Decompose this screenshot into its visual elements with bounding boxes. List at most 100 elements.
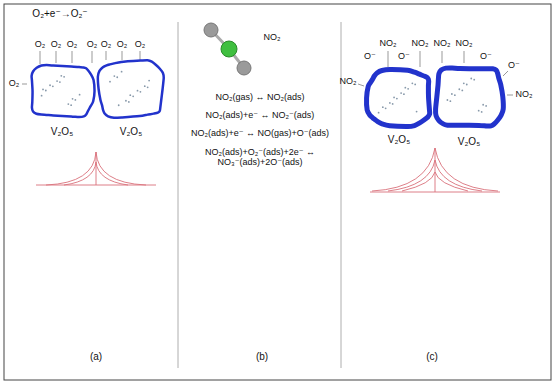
grain-border [367,69,430,126]
grain-speck [389,102,391,104]
grain-speck [147,86,149,88]
grain-border [98,60,164,118]
grain-speck [67,103,69,105]
species-label: O₂ [117,40,128,50]
grain-speck [449,100,451,102]
reaction-equation: NO₂(gas) ↔ NO₂(ads) [181,93,339,103]
species-label: O₂ [9,79,20,89]
species-label: NO₂ [340,77,357,87]
grain-blob: V₂O₅ [433,64,505,130]
species-label: O₂ [101,40,112,50]
grain-speck [403,93,405,95]
grain-outline [433,64,505,130]
grain-speck [466,84,468,86]
grain-border [32,65,95,117]
species-label: O⁻ [508,61,520,71]
grain-speck [447,99,449,101]
grain-speck [128,101,130,103]
resistance-peak [36,152,156,185]
species-label: NO₂ [456,39,473,49]
grain-outline [365,68,433,128]
species-label: O⁻ [398,52,410,62]
panel-divider [341,22,342,368]
frame [4,4,551,380]
grain-speck [407,88,409,90]
species-label: NO₂ [380,39,397,49]
grain-speck [393,97,395,99]
grain-speck [148,80,150,82]
grain-speck [454,94,456,96]
species-label: NO₂ [516,90,533,100]
material-label: V₂O₅ [388,134,410,145]
species-label: O₂ [87,40,98,50]
grain-speck [458,88,460,90]
grain-outline [96,58,166,120]
grain-speck [385,107,387,109]
molecule-label: NO₂ [264,33,281,43]
grain-speck [378,112,380,114]
no2-molecule [204,23,251,75]
grain-speck [137,90,139,92]
grain-speck [121,71,123,73]
grain-speck [478,110,480,112]
grain-speck [400,92,402,94]
grain-speck [132,95,134,97]
grain-speck [485,105,487,107]
grain-speck [118,104,120,106]
grain-speck [109,81,111,83]
grain-speck [392,103,394,105]
material-label: V₂O₅ [458,136,480,147]
reaction-equation: O₂+e⁻→O₂⁻ [32,8,87,19]
species-label: NO₂ [412,39,429,49]
reaction-equation: NO₂(ads)+O₂⁻(ads)+2e⁻ ↔ NO₃⁻(ads)+2O⁻(ad… [185,148,335,168]
grain-speck [49,84,51,86]
grain-speck [72,98,74,100]
grain-speck [414,84,416,86]
grain-speck [382,106,384,108]
reaction-equation: NO₂(ads)+e⁻ ↔ NO₂⁻(ads) [181,111,339,121]
grain-speck [59,81,61,83]
grain-speck [481,111,483,113]
grain-speck [416,111,418,113]
grain-speck [70,104,72,106]
grain-speck [60,75,62,77]
grain-speck [116,76,118,78]
species-label: O⁻ [364,52,376,62]
grain-blob: V₂O₅ [365,68,433,128]
grain-speck [461,90,463,92]
panel-divider [178,22,179,368]
grain-outline [28,62,96,120]
grain-speck [463,82,465,84]
panel-letter: (c) [426,351,438,362]
grain-speck [56,80,58,82]
grain-speck [52,85,54,87]
grain-speck [140,91,142,93]
material-label: V₂O₅ [120,126,142,137]
panel-letter: (b) [256,351,268,362]
grain-speck [41,95,43,97]
grain-speck [45,90,47,92]
species-label: NO₂ [434,39,451,49]
grain-speck [404,87,406,89]
grain-blob: V₂O₅ [28,62,96,120]
species-label: O₂ [35,40,46,50]
grain-speck [125,100,127,102]
resistance-peak-wide [370,148,500,192]
species-label: O⁻ [480,52,492,62]
grain-speck [129,94,131,96]
grain-speck [451,93,453,95]
species-label: O₂ [135,40,146,50]
grain-border [436,68,504,126]
grain-speck [144,85,146,87]
grain-speck [74,99,76,101]
grain-speck [473,79,475,81]
grain-speck [113,75,115,77]
grain-speck [482,104,484,106]
grain-speck [411,82,413,84]
grain-speck [63,76,65,78]
reaction-equation: NO₂(ads)+e⁻ ↔ NO(gas)+O⁻(ads) [181,129,339,139]
panel-letter: (a) [90,351,102,362]
grain-speck [470,78,472,80]
